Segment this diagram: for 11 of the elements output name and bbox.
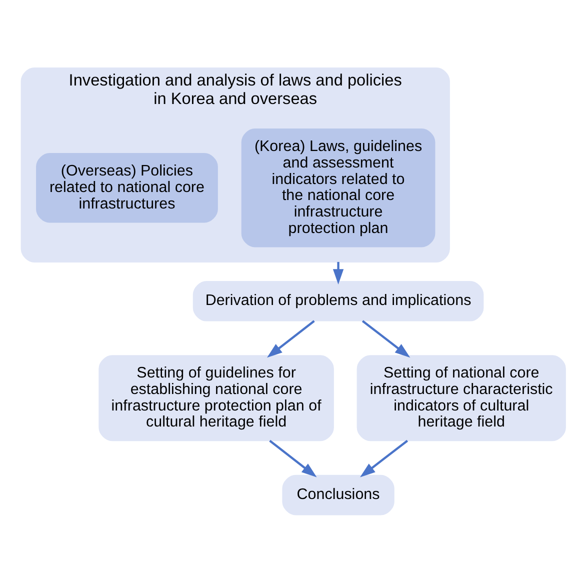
arrow (360, 440, 408, 478)
node-box: Setting of guidelines for establishing national core infrastructure protection plan of cultural heritage field (98, 355, 334, 442)
node-box: Conclusions (282, 474, 394, 516)
node-box: Derivation of problems and implications (192, 281, 484, 322)
node-box: (Overseas) Policies related to national core infrastructures (36, 153, 218, 223)
arrow (362, 320, 410, 358)
arrow (269, 440, 317, 478)
arrow (332, 262, 344, 284)
node-box: Setting of national core infrastructure characteristic indicators of cultural heritage field (356, 355, 566, 442)
node-box: (Korea) Laws, guidelines and assessment indicators related to the national core infrastructure protection plan (241, 128, 436, 248)
arrow (267, 320, 315, 358)
